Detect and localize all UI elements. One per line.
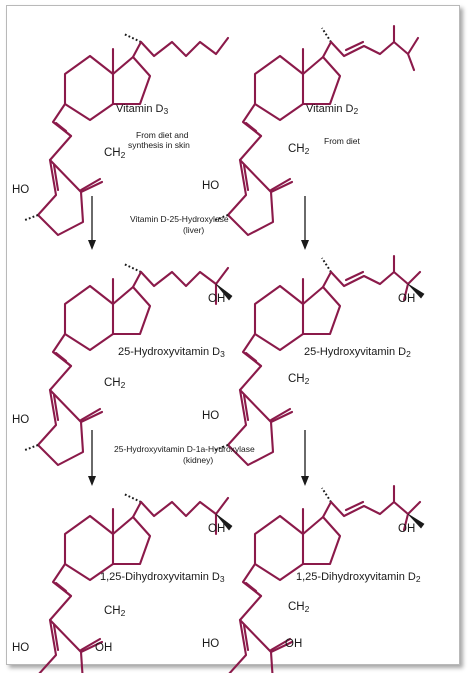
25-hydroxyvitamin-d2-structure [213,254,426,467]
enzyme-25-hydroxylase: Vitamin D-25-Hydroxylase [130,214,229,224]
1-25-dihydroxyvitamin-d3-structure [23,492,234,673]
ho-label-25-d3: HO [12,414,29,426]
ho-label-d3: HO [12,184,29,196]
25-hydroxyvitamin-d3-label: 25-Hydroxyvitamin D3 [118,346,225,359]
ch2-label-25-d3: CH2 [104,377,126,390]
ho-label-d2: HO [202,180,219,192]
vitamin-d3-structure [23,32,230,237]
ho-label-1-d3: HO [12,642,29,654]
enzyme-1a-hydroxylase-organ: (kidney) [183,455,213,465]
ch2-label-dihydroxy-d2: CH2 [288,601,310,614]
arrow-d2-step2 [301,430,309,486]
oh-label-25-dihydroxy-d3: OH [208,523,225,535]
vitamin-d2-label: Vitamin D2 [306,103,358,116]
ch2-label-dihydroxy-d3: CH2 [104,605,126,618]
oh-label-1-d3: OH [95,642,112,654]
ho-label-1-d2: HO [202,638,219,650]
vitamin-d3-source-line1: From diet and [136,130,189,140]
25-hydroxyvitamin-d3-structure [23,262,234,467]
arrow-d3-step2 [88,430,96,486]
ch2-label-d3: CH2 [104,147,126,160]
vitamin-d2-structure [213,24,420,237]
arrow-d2-step1 [301,196,309,250]
oh-label-25-d2: OH [398,293,415,305]
arrow-d3-step1 [88,196,96,250]
oh-label-1-d2: OH [285,638,302,650]
ho-label-25-d2: HO [202,410,219,422]
enzyme-25-hydroxylase-organ: (liver) [183,225,204,235]
vitamin-d2-source: From diet [324,136,361,146]
25-hydroxyvitamin-d2-label: 25-Hydroxyvitamin D2 [304,346,411,359]
vitamin-d3-label: Vitamin D3 [116,103,168,116]
vitamin-d3-source-line2: synthesis in skin [128,140,190,150]
oh-label-25-d3: OH [208,293,225,305]
ch2-label-d2: CH2 [288,143,310,156]
1-25-dihydroxyvitamin-d3-label: 1,25-Dihydroxyvitamin D3 [100,571,225,584]
1-25-dihydroxyvitamin-d2-label: 1,25-Dihydroxyvitamin D2 [296,571,421,584]
enzyme-1a-hydroxylase: 25-Hydroxyvitamin D-1a-Hydroxylase [114,444,255,454]
ch2-label-25-d2: CH2 [288,373,310,386]
oh-label-25-dihydroxy-d2: OH [398,523,415,535]
